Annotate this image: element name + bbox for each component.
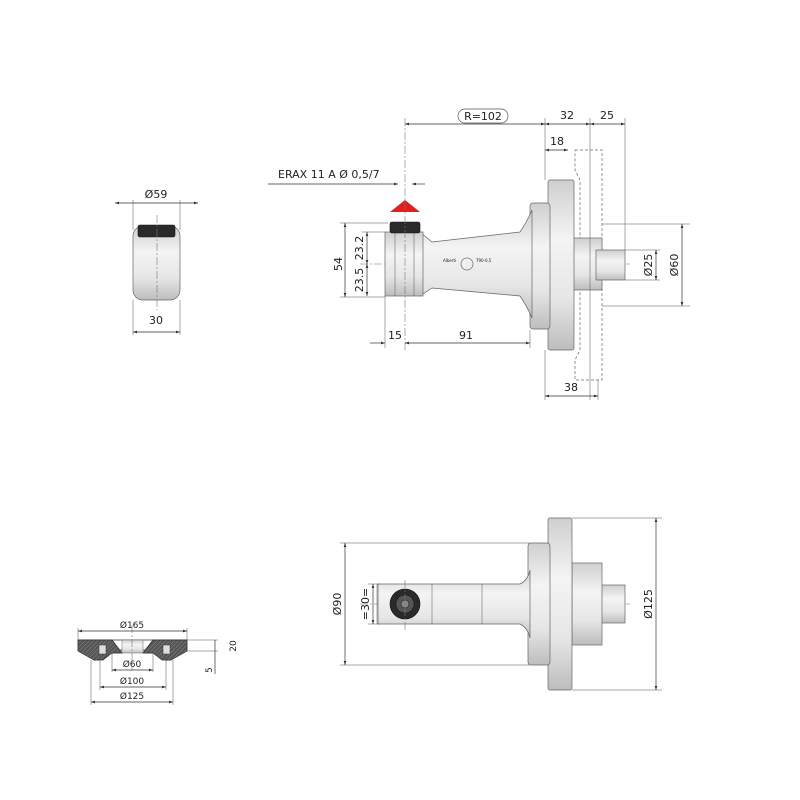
clamp-outline [574, 149, 603, 381]
dim-23-2: 23.2 [353, 236, 366, 261]
tool-neck [419, 209, 533, 319]
code-marking: T90-0,5 [475, 258, 492, 263]
dim-dia90: Ø90 [331, 593, 344, 616]
end-view: Ø59 30 [115, 188, 198, 335]
main-view: Alberti T90-0,5 R=102 32 25 18 ERAX 11 A… [268, 108, 690, 400]
dim-side-dia125: Ø125 [642, 589, 655, 619]
marking-circle [460, 257, 474, 271]
dim-91: 91 [459, 329, 473, 342]
dim-dia25: Ø25 [642, 254, 655, 277]
dim-dia59: Ø59 [145, 188, 168, 201]
dim-18: 18 [550, 135, 564, 148]
dim-r102: R=102 [464, 110, 502, 123]
dim-dia100: Ø100 [120, 676, 145, 687]
dim-20: 20 [229, 640, 239, 652]
dim-32: 32 [560, 109, 574, 122]
flange [547, 179, 575, 351]
dim-ring-dia125: Ø125 [120, 691, 144, 702]
brand-marking: Alberti [443, 258, 456, 263]
side-flange [547, 517, 573, 691]
ring-view: Ø165 Ø60 Ø100 Ø125 20 5 [77, 620, 239, 705]
dim-38: 38 [564, 381, 578, 394]
dim-dia60: Ø60 [668, 254, 681, 277]
spindle [595, 249, 626, 281]
side-shank [377, 569, 531, 639]
dim-30: 30 [149, 314, 163, 327]
collet-nut-end [137, 224, 176, 238]
tool-head [384, 231, 424, 297]
dim-25: 25 [600, 109, 614, 122]
dim-5: 5 [205, 667, 215, 673]
flange-hub [529, 202, 551, 330]
dim-eq30: =30= [359, 588, 372, 620]
side-view: Ø90 =30= Ø125 [331, 517, 662, 691]
screw-right [162, 644, 171, 655]
dim-ring-dia60: Ø60 [123, 659, 142, 670]
dim-dia165: Ø165 [120, 620, 144, 631]
dim-54: 54 [332, 257, 345, 271]
side-spindle-base [571, 562, 603, 646]
dim-15: 15 [388, 329, 402, 342]
screw-left [98, 644, 107, 655]
dim-23-5: 23.5 [353, 268, 366, 293]
side-flange-hub [527, 542, 551, 666]
tool-label: ERAX 11 A Ø 0,5/7 [278, 168, 380, 181]
